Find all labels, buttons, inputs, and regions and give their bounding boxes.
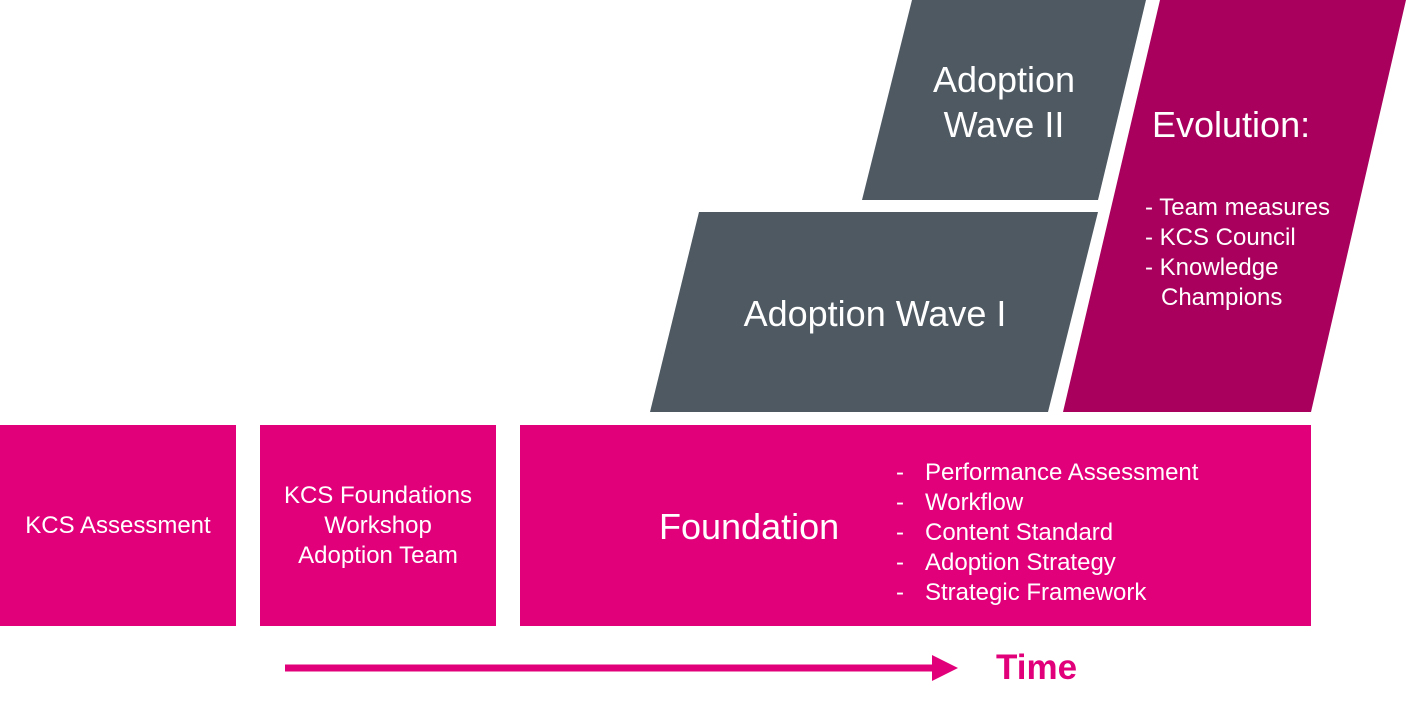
adoption-wave-i-label-wrap: Adoption Wave I — [690, 286, 1060, 341]
kcs-assessment-box — [0, 425, 236, 626]
adoption-wave-i-label: Adoption Wave I — [743, 292, 1007, 334]
kcs-assessment-label: KCS Assessment — [25, 511, 211, 539]
adoption-wave-ii-shape — [862, 0, 1146, 200]
wave-ii-label: Wave II — [943, 104, 1065, 145]
foundation-title: Foundation — [659, 506, 840, 547]
time-arrow-head — [932, 655, 958, 681]
foundation-item-label: Adoption Strategy — [925, 549, 1116, 576]
foundation-item: - Workflow — [896, 489, 1024, 516]
foundation-item: - Strategic Framework — [896, 579, 1147, 606]
foundation-item-label: Content Standard — [925, 519, 1114, 546]
evolution-shape — [1063, 0, 1406, 412]
evolution-title: Evolution: — [1152, 104, 1311, 145]
foundation-item: - Performance Assessment — [896, 459, 1199, 486]
foundation-item-label: Workflow — [925, 489, 1024, 516]
foundation-item-list: - Performance Assessment - Workflow - Co… — [896, 458, 1256, 608]
workshop-label: Workshop — [324, 511, 432, 539]
adoption-team-label: Adoption Team — [298, 541, 458, 569]
foundation-item-label: Strategic Framework — [925, 579, 1147, 606]
adoption-label: Adoption — [932, 59, 1076, 100]
evolution-item: - KCS Council — [1145, 224, 1296, 251]
kcs-assessment-label-wrap: KCS Assessment — [0, 425, 236, 626]
kcs-foundations-workshop-box — [260, 425, 496, 626]
foundation-item-label: Performance Assessment — [925, 459, 1199, 486]
evolution-item-list: - Team measures - KCS Council - Knowledg… — [1145, 193, 1375, 313]
time-label: Time — [996, 648, 1078, 687]
foundation-item: - Adoption Strategy — [896, 549, 1116, 576]
evolution-item: - Team measures — [1145, 194, 1330, 221]
evolution-item-continuation: Champions — [1161, 284, 1283, 311]
foundation-item: - Content Standard — [896, 519, 1114, 546]
foundation-box — [520, 425, 1311, 626]
adoption-wave-i-shape — [650, 212, 1098, 412]
kcs-foundations-label: KCS Foundations — [283, 481, 473, 509]
evolution-item: - Knowledge — [1145, 254, 1279, 281]
kcs-foundations-workshop-label-wrap: KCS Foundations Workshop Adoption Team — [260, 425, 496, 626]
adoption-wave-ii-label-wrap: Adoption Wave II — [890, 56, 1118, 148]
